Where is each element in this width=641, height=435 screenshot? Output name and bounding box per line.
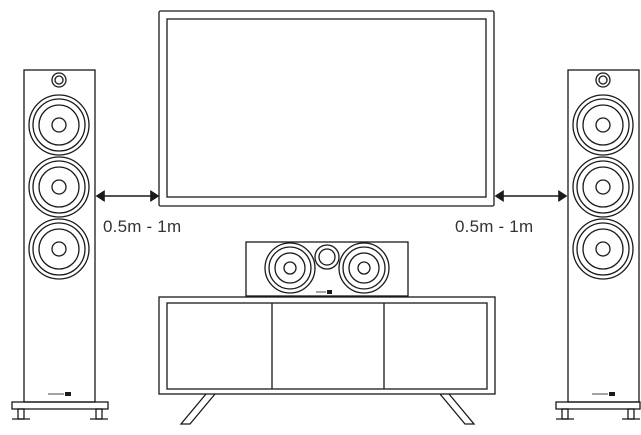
- right-speaker-driver-3: [572, 218, 634, 280]
- right-speaker-plinth: [555, 401, 641, 420]
- tv-stand-left-leg: [179, 393, 216, 425]
- left-distance-label: 0.5m - 1m: [103, 217, 182, 236]
- left-speaker-tweeter: [51, 72, 67, 88]
- center-speaker: [245, 241, 409, 297]
- right-speaker-driver-2: [572, 156, 634, 218]
- tv-screen: [166, 18, 487, 198]
- left-tower-speaker: [11, 69, 109, 420]
- center-speaker-right-driver: [338, 242, 390, 294]
- right-speaker-driver-1: [572, 94, 634, 156]
- left-speaker-driver-1: [28, 94, 90, 156]
- right-distance-label: 0.5m - 1m: [455, 217, 534, 236]
- right-distance-arrow: [494, 190, 568, 202]
- left-distance-arrow: [95, 190, 160, 202]
- right-speaker-tweeter: [595, 72, 611, 88]
- tv: [158, 10, 495, 207]
- right-tower-speaker: [555, 69, 641, 420]
- center-speaker-tweeter: [314, 244, 340, 270]
- left-speaker-driver-3: [28, 218, 90, 280]
- tv-stand-right-leg: [439, 393, 476, 425]
- left-speaker-plinth: [11, 401, 109, 420]
- center-speaker-left-driver: [264, 242, 316, 294]
- left-speaker-driver-2: [28, 156, 90, 218]
- tv-stand-body: [158, 296, 496, 395]
- tv-stand: [158, 296, 496, 425]
- center-speaker-cabinet: [245, 241, 409, 297]
- tv-stand-inner-panel: [166, 302, 488, 390]
- tv-outer-frame: [158, 10, 495, 207]
